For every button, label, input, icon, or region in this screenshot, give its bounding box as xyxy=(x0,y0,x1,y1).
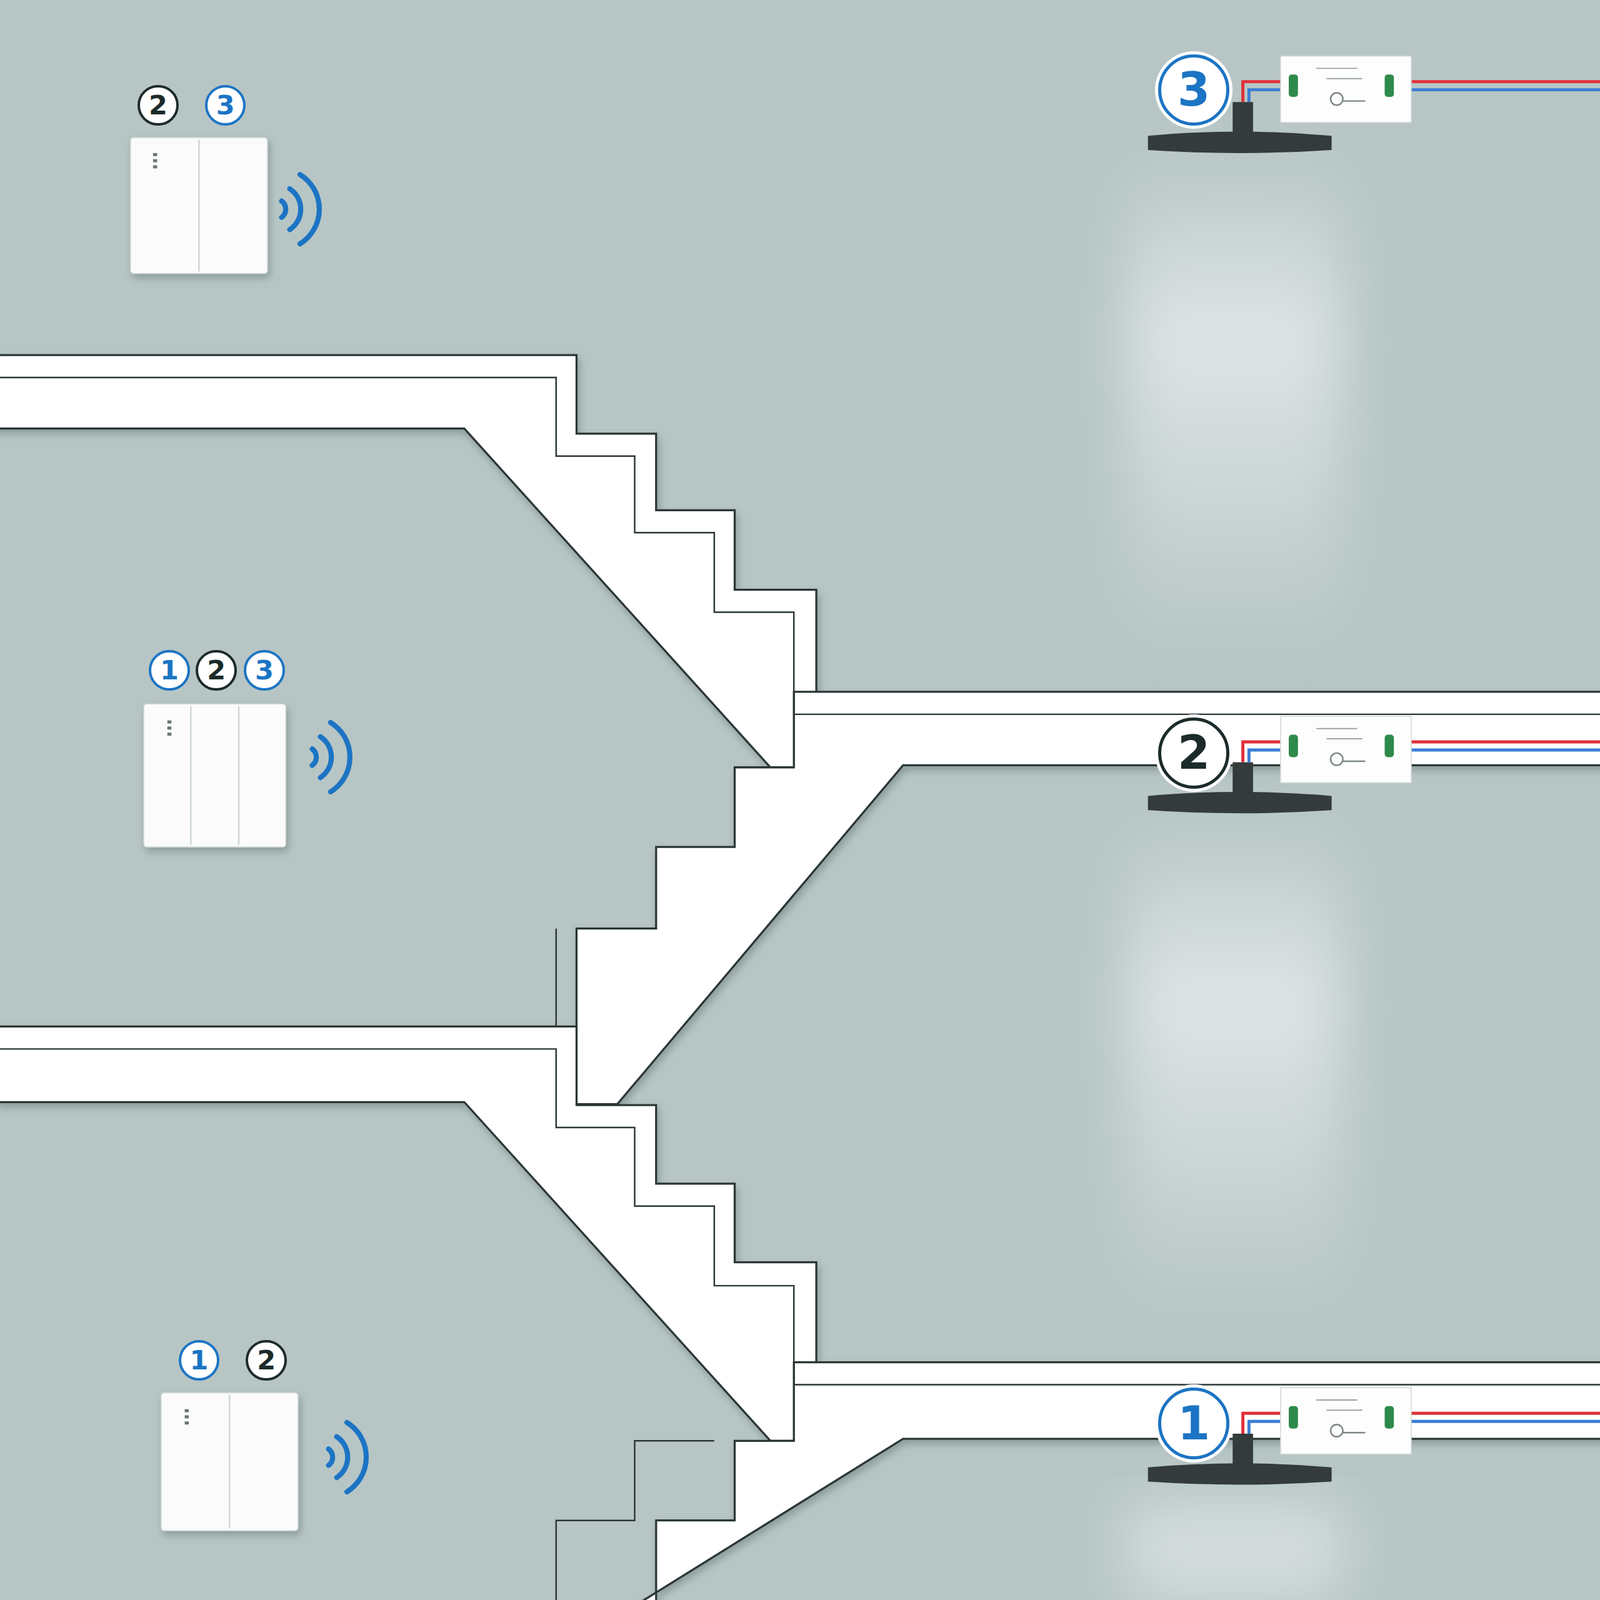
callout-number: 3 xyxy=(243,650,285,691)
middle-floor-stairs xyxy=(576,691,1600,1105)
stair-edge xyxy=(0,377,1600,715)
wireless-signal xyxy=(312,722,350,792)
callout-number: 2 xyxy=(245,1340,287,1381)
callout-number: 2 xyxy=(137,85,179,126)
upper-floor-stairs xyxy=(0,355,817,768)
wireless-signal xyxy=(328,1422,367,1492)
stair-edge xyxy=(0,1048,1600,1385)
wireless-switch xyxy=(161,1393,299,1531)
light-beam xyxy=(1127,1490,1342,1600)
wireless-switch xyxy=(143,704,286,848)
lower-floor-stairs xyxy=(0,1026,817,1441)
callout-number: 3 xyxy=(205,85,246,126)
callout-number: 3 xyxy=(1158,54,1230,126)
wireless-switch xyxy=(130,137,268,274)
lamp-relay-module xyxy=(1148,716,1600,814)
stair-edge xyxy=(555,928,557,1027)
stair-edge xyxy=(556,1440,715,1600)
callout-number: 2 xyxy=(1158,717,1230,789)
stair-edge xyxy=(793,691,795,768)
light-beam xyxy=(1127,826,1342,1317)
light-beam xyxy=(1127,163,1342,654)
callout-number: 1 xyxy=(178,1340,220,1381)
callout-number: 2 xyxy=(195,650,237,691)
callout-number: 1 xyxy=(148,650,190,691)
lamp-relay-module xyxy=(1148,1387,1600,1485)
callout-number: 1 xyxy=(1158,1387,1230,1459)
wireless-signal xyxy=(281,174,320,244)
bottom-floor-stairs xyxy=(632,1362,1600,1600)
